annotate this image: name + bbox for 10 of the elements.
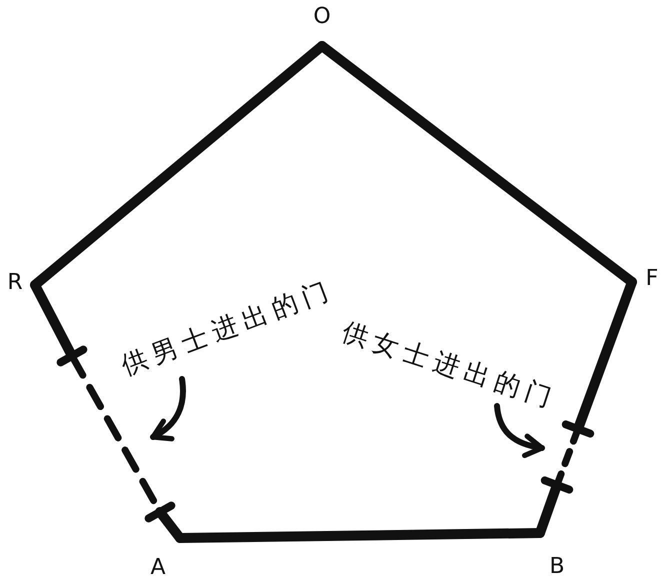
- callout-text: 供男士进出的门: [118, 276, 338, 382]
- side-line: [155, 507, 185, 543]
- curved-arrow: [494, 403, 545, 458]
- vertex-label: F: [646, 268, 658, 290]
- vertex-label: O: [313, 6, 331, 28]
- vertex-label: B: [549, 556, 565, 578]
- callout-text: 供女士进出的门: [338, 318, 560, 416]
- vertex-label: A: [150, 557, 166, 579]
- vertex-label: R: [7, 272, 23, 294]
- curved-arrow: [150, 376, 186, 440]
